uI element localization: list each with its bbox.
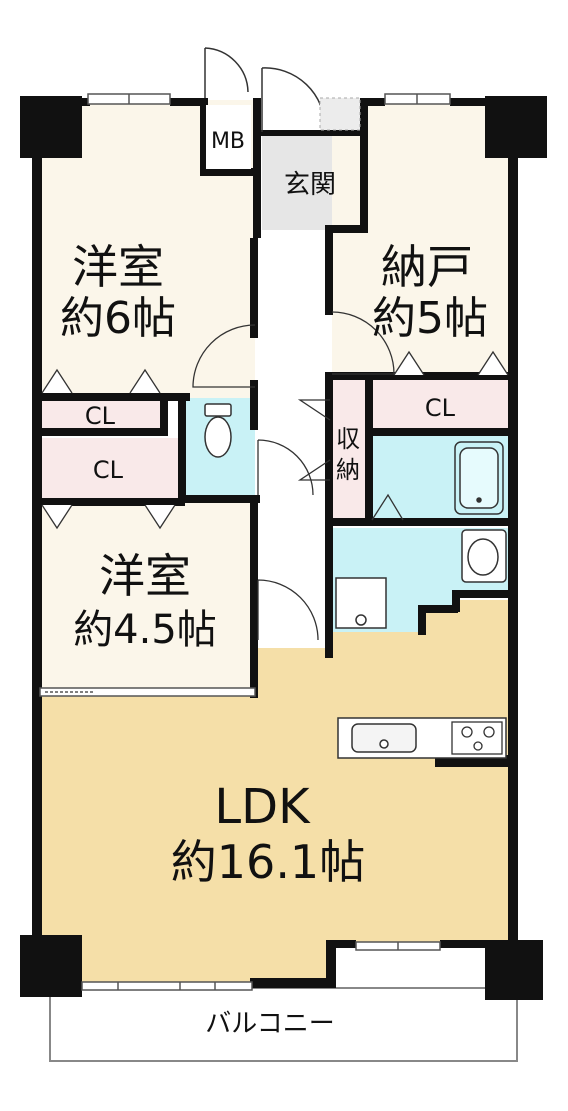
- bathtub-icon: [454, 441, 504, 515]
- entrance-label: 玄関: [284, 170, 336, 200]
- storeroom-size: 約5帖: [372, 293, 488, 344]
- storage-closet: [330, 380, 366, 520]
- storage-label-2: 納: [336, 456, 360, 484]
- mb-box: [206, 105, 251, 169]
- windows: [39, 93, 451, 991]
- closet-1: [40, 400, 160, 430]
- mb-label: MB: [211, 129, 245, 154]
- ldk-size: 約16.1帖: [171, 835, 365, 889]
- interior-doors: [192, 311, 404, 641]
- closet-1-label: CL: [85, 402, 116, 430]
- room-ldk: [40, 600, 510, 983]
- western-45-name: 洋室: [99, 549, 191, 603]
- western-6-name: 洋室: [72, 240, 164, 294]
- closet-door-marks: [41, 350, 509, 530]
- room-western-45: [40, 500, 255, 688]
- toilet-icon: [204, 403, 232, 458]
- washer-pan-icon: [335, 577, 387, 629]
- western-45-size: 約4.5帖: [73, 607, 217, 653]
- entrance-hatch: [319, 97, 361, 131]
- western-6-size: 約6帖: [60, 293, 176, 344]
- storeroom-name: 納戸: [381, 240, 473, 294]
- front-door: [204, 47, 326, 132]
- corridor: [260, 230, 330, 650]
- ldk-name: LDK: [214, 779, 311, 835]
- closet-3-label: CL: [425, 394, 456, 422]
- balcony-area: [49, 987, 518, 1062]
- closet-3: [370, 380, 510, 428]
- gas-stove-icon: [451, 721, 503, 755]
- storage-label-1: 収: [336, 425, 360, 453]
- washbasin-icon: [461, 529, 507, 583]
- closet-2: [40, 438, 180, 500]
- closet-2-label: CL: [93, 456, 124, 484]
- balcony-label: バルコニー: [205, 1009, 334, 1039]
